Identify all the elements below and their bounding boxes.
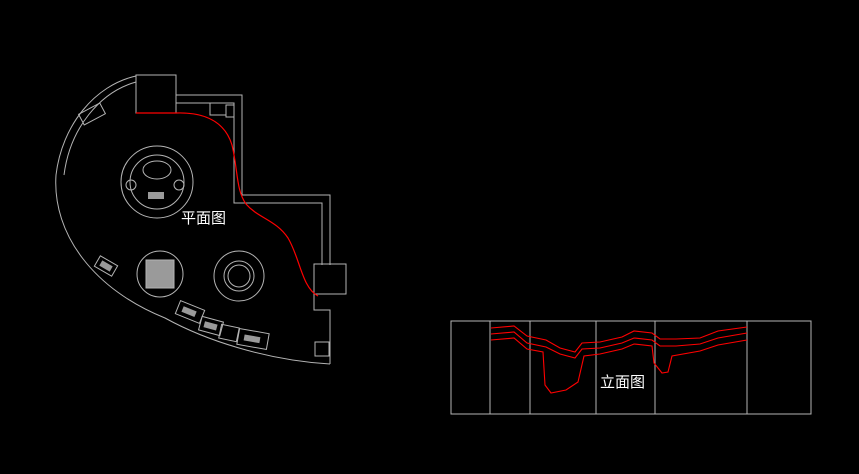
plan-circular-fixture-inner xyxy=(227,264,251,288)
plan-wall-outer xyxy=(176,94,331,265)
plan-round-table-top-seat xyxy=(142,160,172,180)
plan-square-table-top xyxy=(145,259,175,289)
plan-bottom-fixture-2 xyxy=(197,315,225,337)
plan-wall-block xyxy=(225,104,235,118)
plan-small-box xyxy=(314,341,330,357)
plan-circular-fixture-outer xyxy=(213,250,265,302)
plan-round-table-inner xyxy=(129,154,185,210)
elevation-view xyxy=(450,320,812,415)
plan-wall-inner xyxy=(176,102,323,265)
plan-fixture-topleft xyxy=(77,102,107,126)
plan-round-table-chair-left xyxy=(125,179,137,191)
plan-round-table-tag xyxy=(148,192,164,199)
plan-bottom-fixture-1 xyxy=(174,299,206,325)
plan-circular-fixture-mid xyxy=(223,260,255,292)
plan-view xyxy=(55,74,347,365)
plan-wall-lower xyxy=(313,294,331,364)
plan-square-table-ring xyxy=(136,250,184,298)
plan-view-label: 平面图 xyxy=(181,209,227,227)
plan-column-top xyxy=(135,74,177,114)
plan-round-table-chair-right xyxy=(173,179,185,191)
plan-red-counter-edge xyxy=(136,112,319,297)
elevation-frame xyxy=(450,320,812,415)
plan-wall-inner-2 xyxy=(209,103,226,116)
plan-bottom-fixture-3 xyxy=(218,323,240,343)
plan-fixture-left xyxy=(93,255,119,277)
elevation-view-label: 立面图 xyxy=(600,373,646,391)
plan-bottom-fixture-4 xyxy=(236,327,270,351)
plan-column-right xyxy=(313,263,347,295)
plan-round-table-outer xyxy=(120,145,194,219)
elevation-red-profile xyxy=(490,325,748,394)
plan-inner-edge xyxy=(63,81,137,176)
